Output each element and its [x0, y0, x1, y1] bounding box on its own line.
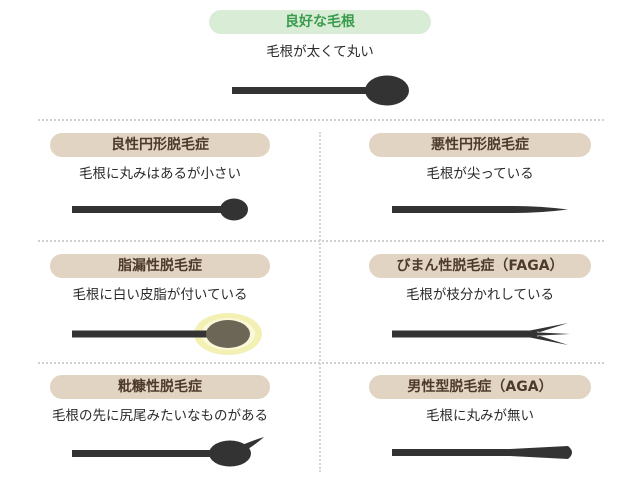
label-malignant-alopecia-areata: 悪性円形脱毛症 [369, 133, 591, 157]
desc-androgenetic-alopecia-aga: 毛根に丸みが無い [426, 408, 534, 424]
desc-healthy-root: 毛根が太くて丸い [266, 44, 374, 60]
hair-benign-illustration [72, 198, 248, 221]
label-healthy-root: 良好な毛根 [209, 10, 431, 34]
hair-malignant-illustration [392, 206, 568, 213]
label-androgenetic-alopecia-aga: 男性型脱毛症（AGA） [369, 375, 591, 399]
separator-bottom [38, 362, 604, 364]
desc-benign-alopecia-areata: 毛根に丸みはあるが小さい [79, 166, 241, 182]
separator-middle [38, 240, 604, 242]
desc-pityriasis-alopecia: 毛根の先に尻尾みたいなものがある [52, 408, 268, 424]
label-seborrheic-alopecia: 脂漏性脱毛症 [50, 254, 270, 278]
hair-aga-illustration [392, 446, 572, 459]
separator-vertical [319, 132, 321, 472]
hair-pityriasis-illustration [72, 437, 264, 467]
hair-healthy-illustration [232, 75, 409, 106]
hair-seborrheic-illustration [72, 313, 262, 355]
hair-faga-illustration [392, 323, 570, 345]
label-diffuse-alopecia-faga: びまん性脱毛症（FAGA） [369, 254, 591, 278]
label-pityriasis-alopecia: 粃糠性脱毛症 [50, 375, 270, 399]
label-benign-alopecia-areata: 良性円形脱毛症 [50, 133, 270, 157]
desc-malignant-alopecia-areata: 毛根が尖っている [426, 166, 534, 182]
separator-top [38, 119, 604, 121]
desc-diffuse-alopecia-faga: 毛根が枝分かれしている [405, 287, 555, 303]
desc-seborrheic-alopecia: 毛根に白い皮脂が付いている [72, 287, 248, 303]
